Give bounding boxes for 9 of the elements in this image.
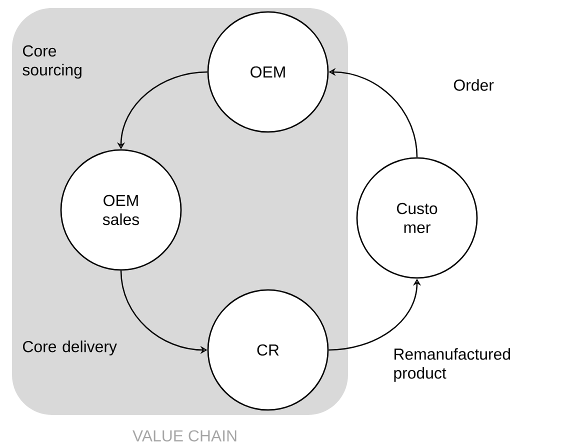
- node-label: VALUE CHAIN: [132, 430, 236, 442]
- edge-label: Core sourcing: [22, 45, 82, 79]
- edge-label: Remanufactured product: [394, 348, 510, 382]
- edge-label: Core delivery: [23, 340, 117, 356]
- circle-node: Custo mer: [356, 157, 478, 279]
- edge-label: Order: [454, 79, 494, 91]
- circle-node: OEM: [207, 11, 329, 133]
- circle-node: CR: [207, 289, 329, 411]
- circle-node: OEM sales: [60, 149, 182, 271]
